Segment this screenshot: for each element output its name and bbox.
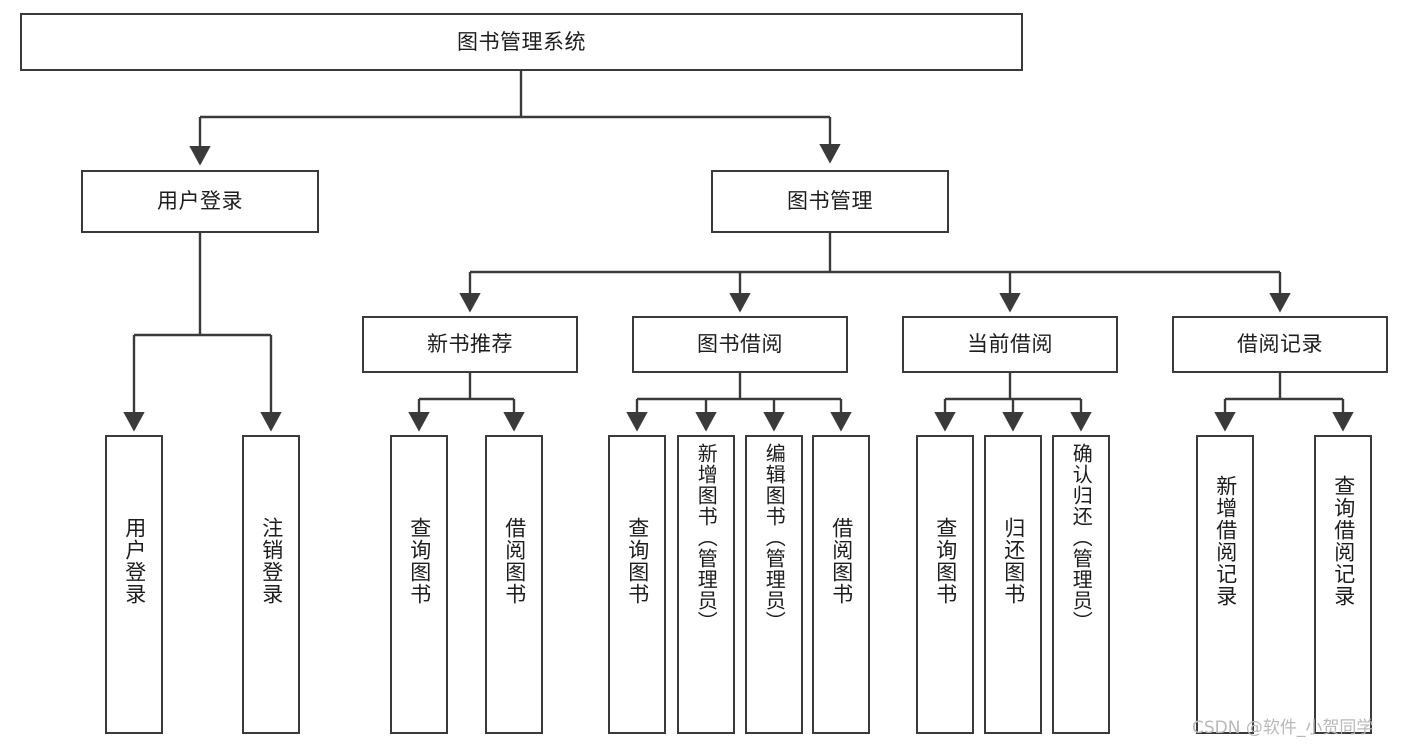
node-book-manage-label: 图书管理 (787, 189, 873, 214)
leaf-logout-label: 注销登录 (259, 517, 284, 605)
node-root[interactable]: 图书管理系统 (20, 13, 1023, 71)
leaf-borrow-book-1-label: 借阅图书 (502, 517, 527, 605)
node-book-manage[interactable]: 图书管理 (711, 170, 949, 233)
leaf-add-record[interactable]: 新增借阅记录 (1196, 435, 1254, 734)
leaf-user-login[interactable]: 用户登录 (105, 435, 163, 734)
node-root-label: 图书管理系统 (457, 29, 586, 54)
leaf-query-book-1-label: 查询图书 (407, 517, 432, 605)
leaf-return-book-label: 归还图书 (1001, 517, 1026, 605)
leaf-query-book-1[interactable]: 查询图书 (390, 435, 448, 734)
node-book-borrow[interactable]: 图书借阅 (632, 316, 848, 373)
leaf-borrow-book-2-label: 借阅图书 (829, 517, 854, 605)
node-new-book-rec-label: 新书推荐 (427, 332, 513, 357)
leaf-return-book[interactable]: 归还图书 (984, 435, 1042, 734)
leaf-query-book-3[interactable]: 查询图书 (916, 435, 974, 734)
leaf-add-book-label: 新增图书（管理员） (694, 443, 719, 632)
leaf-add-book[interactable]: 新增图书（管理员） (677, 435, 735, 734)
leaf-user-login-label: 用户登录 (122, 517, 147, 605)
leaf-confirm-return[interactable]: 确认归还（管理员） (1052, 435, 1110, 734)
leaf-logout[interactable]: 注销登录 (242, 435, 300, 734)
leaf-borrow-book-2[interactable]: 借阅图书 (812, 435, 870, 734)
csdn-watermark: CSDN @软件_小贺同学 (1192, 718, 1374, 738)
node-current-borrow-label: 当前借阅 (967, 332, 1053, 357)
leaf-query-book-3-label: 查询图书 (933, 517, 958, 605)
node-new-book-rec[interactable]: 新书推荐 (362, 316, 578, 373)
leaf-edit-book[interactable]: 编辑图书（管理员） (745, 435, 803, 734)
node-borrow-record-label: 借阅记录 (1237, 332, 1323, 357)
node-user-login[interactable]: 用户登录 (81, 170, 319, 233)
leaf-query-record[interactable]: 查询借阅记录 (1314, 435, 1372, 734)
leaf-add-record-label: 新增借阅记录 (1213, 475, 1238, 607)
leaf-edit-book-label: 编辑图书（管理员） (762, 443, 787, 632)
leaf-borrow-book-1[interactable]: 借阅图书 (485, 435, 543, 734)
leaf-query-record-label: 查询借阅记录 (1331, 475, 1356, 607)
node-book-borrow-label: 图书借阅 (697, 332, 783, 357)
leaf-query-book-2-label: 查询图书 (625, 517, 650, 605)
node-user-login-label: 用户登录 (157, 189, 243, 214)
leaf-confirm-return-label: 确认归还（管理员） (1069, 443, 1094, 632)
node-borrow-record[interactable]: 借阅记录 (1172, 316, 1388, 373)
node-current-borrow[interactable]: 当前借阅 (902, 316, 1118, 373)
leaf-query-book-2[interactable]: 查询图书 (608, 435, 666, 734)
